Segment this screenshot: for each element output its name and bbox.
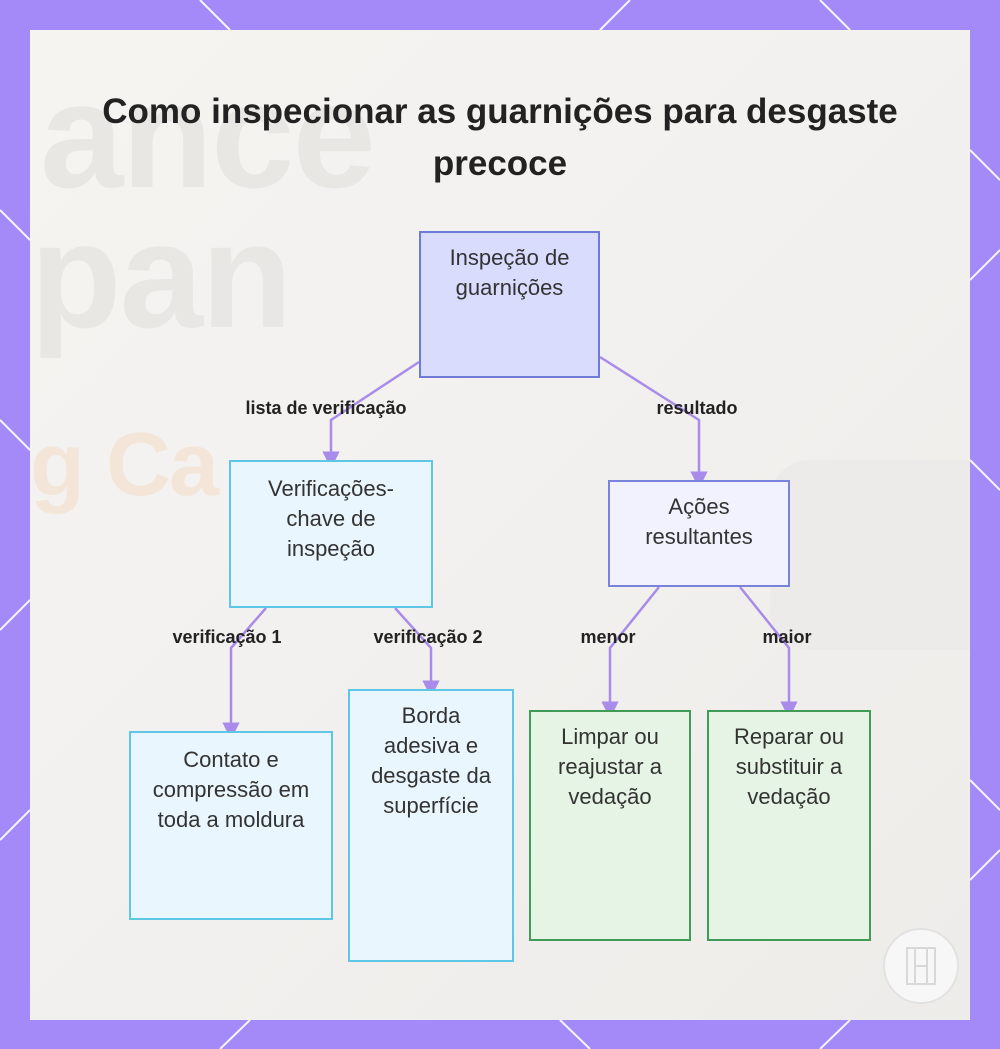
node-label: Reparar ou substituir a vedação bbox=[721, 722, 857, 812]
node-inspection: Inspeção de guarnições bbox=[419, 231, 600, 378]
node-label: Contato e compressão em toda a moldura bbox=[143, 745, 319, 835]
node-label: Borda adesiva e desgaste da superfície bbox=[362, 701, 500, 821]
node-key-checks: Verificações-chave de inspeção bbox=[229, 460, 433, 608]
edge-checks-edge bbox=[395, 608, 431, 689]
node-contact-compression: Contato e compressão em toda a moldura bbox=[129, 731, 333, 920]
node-label: Ações resultantes bbox=[622, 492, 776, 552]
edge-actions-repair bbox=[740, 587, 789, 710]
edge-label-check2: verificação 2 bbox=[373, 627, 482, 648]
edge-label-checklist: lista de verificação bbox=[245, 398, 406, 419]
node-label: Inspeção de guarnições bbox=[433, 243, 586, 303]
edge-label-minor: menor bbox=[580, 627, 635, 648]
node-clean-readjust: Limpar ou reajustar a vedação bbox=[529, 710, 691, 941]
node-adhesive-edge: Borda adesiva e desgaste da superfície bbox=[348, 689, 514, 962]
node-repair-replace: Reparar ou substituir a vedação bbox=[707, 710, 871, 941]
edge-actions-clean bbox=[610, 587, 659, 710]
edge-label-major: maior bbox=[762, 627, 811, 648]
node-label: Limpar ou reajustar a vedação bbox=[543, 722, 677, 812]
node-resulting-actions: Ações resultantes bbox=[608, 480, 790, 587]
edge-label-result: resultado bbox=[656, 398, 737, 419]
edge-label-check1: verificação 1 bbox=[172, 627, 281, 648]
node-label: Verificações-chave de inspeção bbox=[243, 474, 419, 564]
watermark-logo-icon bbox=[883, 928, 959, 1004]
